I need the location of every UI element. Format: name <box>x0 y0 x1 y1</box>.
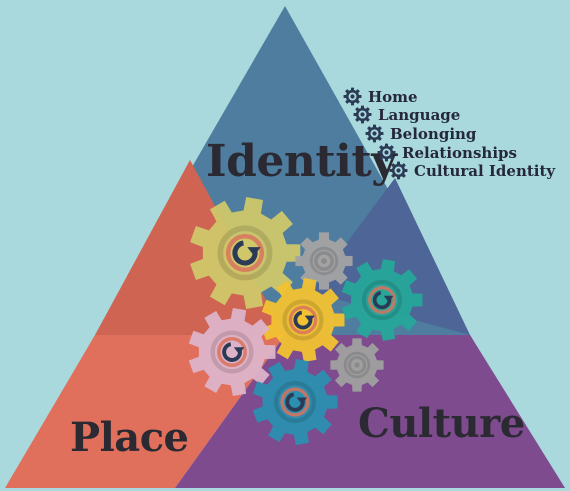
gear-icon <box>330 338 384 392</box>
gear-icon <box>252 359 338 445</box>
legend-item-label: Home <box>368 87 418 106</box>
legend-item-label: Relationships <box>402 143 517 162</box>
gear-icon <box>295 232 353 290</box>
gear-icon <box>365 124 384 143</box>
gear-icon <box>353 105 372 124</box>
legend-item-cultural-identity: Cultural Identity <box>389 161 555 180</box>
legend-item-label: Cultural Identity <box>414 161 556 180</box>
gear-icon <box>377 143 396 162</box>
refresh-icon <box>293 310 313 330</box>
legend-item-home: Home <box>343 87 418 106</box>
identity-region-right <box>310 178 470 335</box>
legend-item-label: Language <box>378 105 461 124</box>
legend-item-belonging: Belonging <box>365 124 476 143</box>
refresh-icon <box>222 342 242 362</box>
refresh-icon <box>232 240 258 266</box>
gear-icon <box>343 87 362 106</box>
legend-item-relationships: Relationships <box>377 143 517 162</box>
gear-icon <box>188 308 276 396</box>
place-label: Place <box>70 414 189 461</box>
gear-icon <box>190 197 301 309</box>
refresh-icon <box>285 392 305 412</box>
identity-label: Identity <box>206 136 397 187</box>
gear-icon <box>341 259 423 341</box>
gear-icon <box>261 278 345 362</box>
culture-label: Culture <box>358 400 525 447</box>
gear-icon <box>389 161 408 180</box>
legend-item-label: Belonging <box>390 124 477 143</box>
legend-item-language: Language <box>353 105 460 124</box>
